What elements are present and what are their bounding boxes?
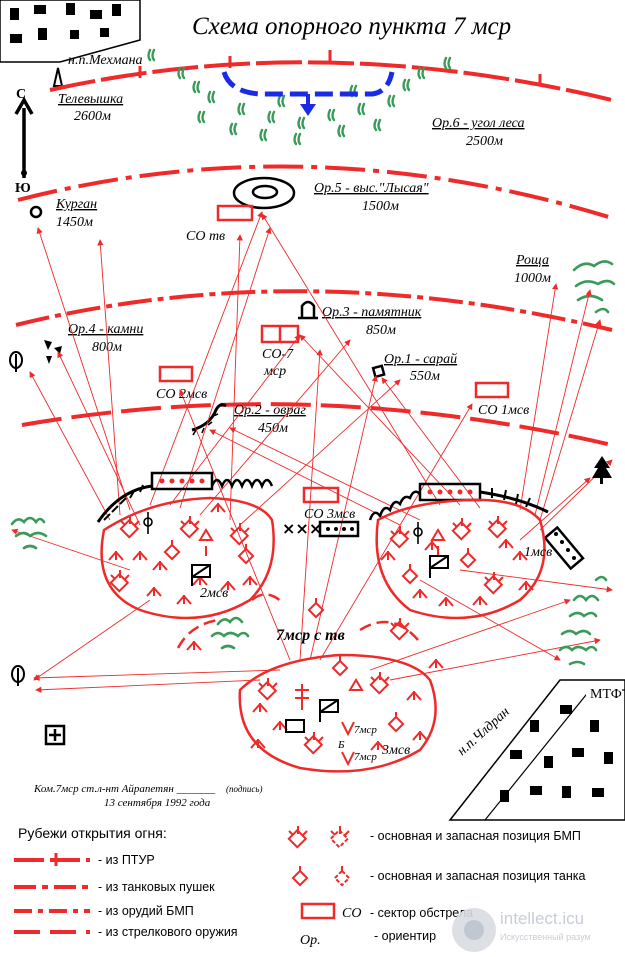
or2-dist: 450м: [258, 421, 288, 436]
tv-tower-icon: [52, 67, 64, 87]
bushes-center: [210, 616, 250, 650]
platoon-2-label: 2мсв: [200, 586, 228, 601]
platoon-2-area: [100, 496, 275, 620]
legend-small-arms: - из стрелкового оружия: [98, 925, 238, 939]
pine-tree-icon: [592, 456, 612, 484]
bushes-left: [10, 516, 48, 550]
legend-sector: - сектор обстрела: [370, 906, 473, 920]
fire-sector-lines: [11, 211, 613, 693]
signature-date: 13 сентября 1992 года: [104, 797, 211, 809]
tree-icon-2: [11, 665, 25, 686]
compass-icon: [14, 96, 34, 178]
kurgan-icon: [29, 205, 43, 219]
bushes-right: [558, 575, 608, 666]
stones-icon: [44, 340, 62, 364]
or2-label: Ор.2 - овраг: [234, 403, 306, 418]
legend-bmp-gun: - из орудий БМП: [98, 904, 194, 918]
atgm-line: [49, 60, 613, 102]
or3-dist: 850м: [366, 323, 396, 338]
or3-label: Ор.3 - памятник: [322, 305, 422, 320]
sector-1-label: СО 1мсв: [478, 403, 529, 418]
legend-atgm: - из ПТУР: [98, 853, 155, 867]
legend-tank: - основная и запасная позиция танка: [370, 869, 585, 883]
legend: Рубежи открытия огня: - из ПТУР - из тан…: [14, 825, 585, 948]
north-label: С: [16, 87, 26, 102]
chldran-village: [448, 679, 625, 821]
sector-3-label: СО 3мсв: [304, 507, 355, 522]
platoon-1-label: 1мсв: [524, 545, 552, 560]
atgm-ticks: [138, 50, 542, 86]
obstacles-left: [96, 471, 274, 523]
reserve-positions: [176, 593, 419, 649]
central-bmp: [389, 617, 410, 641]
monument-icon: [298, 300, 318, 320]
or5-label: Ор.5 - выс."Лысая": [314, 181, 429, 196]
fire-lines: [15, 60, 613, 447]
sector-tv-box: [216, 204, 254, 222]
or4-dist: 800м: [92, 340, 122, 355]
platoon-3-label: 3мсв: [381, 743, 410, 758]
small-arms-line: [21, 402, 613, 447]
legend-tank-gun: - из танковых пушек: [98, 880, 215, 894]
legend-heading: Рубежи открытия огня:: [18, 825, 167, 841]
kurgan-label: Курган: [55, 197, 97, 212]
or1-dist: 550м: [410, 369, 440, 384]
ravine-icon: [191, 403, 227, 436]
platoon-3-area: [238, 653, 437, 773]
mekhmana-label: н.п.Мехмана: [68, 53, 143, 68]
mekhmana-village: [0, 0, 141, 63]
grove-icon: [572, 260, 616, 314]
sector-2-box: [158, 365, 194, 383]
mtf-label: МТФ: [590, 687, 622, 702]
sector-tv-label: СО тв: [186, 229, 225, 244]
or6-label: Ор.6 - угол леса: [432, 116, 525, 131]
roshcha-label: Роща: [515, 253, 549, 268]
tree-icon: [9, 351, 23, 372]
mines-icon: ×××: [282, 519, 360, 538]
tv-label: Телевышка: [58, 92, 123, 107]
or4-label: Ор.4 - камни: [68, 322, 143, 337]
or1-label: Ор.1 - сарай: [384, 352, 457, 367]
grid-marker-icon: [44, 724, 66, 746]
legend-bmp: - основная и запасная позиция БМП: [370, 829, 581, 843]
subunit-b: Б: [337, 739, 345, 751]
watermark: intellect.icu Искусственный разум: [452, 908, 591, 952]
sector-3-box: [302, 486, 340, 504]
signature-podpis: (подпись): [226, 784, 263, 794]
or6-dist: 2500м: [466, 134, 503, 149]
bmp-gun-line: [15, 289, 613, 332]
sector-co7-label-a: СО-7: [262, 347, 294, 362]
svg-text:×××: ×××: [282, 519, 322, 538]
signature-line: Ком.7мср ст.л-нт Айрапетян _______: [33, 783, 216, 795]
legend-orient: - ориентир: [374, 929, 436, 943]
watermark-site: intellect.icu: [500, 909, 584, 928]
tv-dist: 2600м: [74, 109, 111, 124]
subunit-7b: 7мср: [354, 751, 377, 763]
shed-icon: [371, 364, 386, 379]
legend-or-abbr: Ор.: [300, 933, 321, 948]
tank-gun-line: [17, 164, 613, 220]
blue-route: [221, 71, 395, 116]
legend-co-abbr: СО: [342, 906, 361, 921]
platoon-1-area: [375, 498, 546, 620]
sector-co7-label-b: мср: [263, 364, 286, 379]
map-title: Схема опорного пункта 7 мср: [192, 13, 511, 40]
roshcha-dist: 1000м: [514, 271, 551, 286]
subunit-7a: 7мср: [354, 724, 377, 736]
kurgan-dist: 1450м: [56, 215, 93, 230]
company-label: 7мср с тв: [276, 627, 345, 644]
south-label: Ю: [15, 181, 31, 196]
hill-icon: [232, 176, 296, 210]
sector-1-box: [474, 381, 510, 399]
watermark-sub: Искусственный разум: [500, 932, 591, 942]
or5-dist: 1500м: [362, 199, 399, 214]
